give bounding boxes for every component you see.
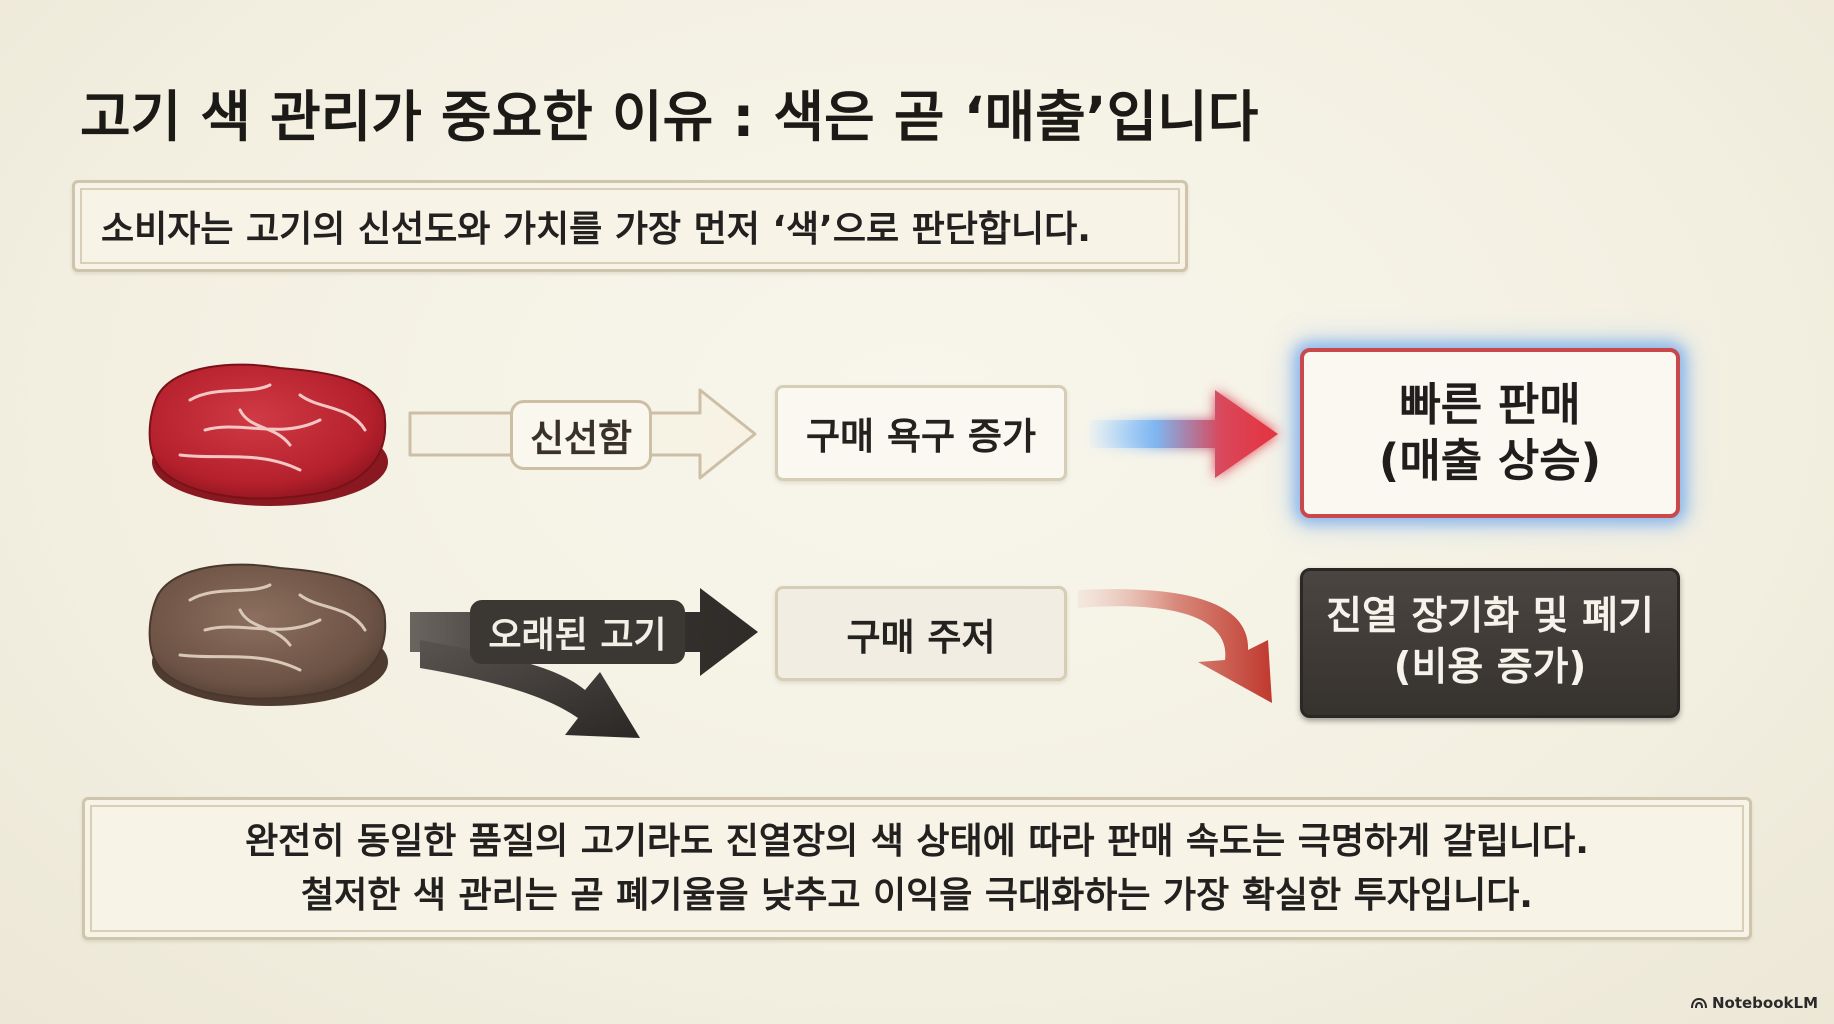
brand-text: NotebookLM [1711, 994, 1818, 1012]
fast-sales-detail: (매출 상승) [1378, 434, 1602, 487]
summary-line-2: 철저한 색 관리는 곧 폐기율을 낮추고 이익을 극대화하는 가장 확실한 투자… [301, 874, 1533, 916]
notebooklm-logo-icon [1690, 997, 1707, 1009]
fresh-label: 신선함 [510, 400, 652, 470]
summary-line-1: 완전히 동일한 품질의 고기라도 진열장의 색 상태에 따라 판매 속도는 극명… [245, 820, 1589, 862]
fast-sales-box: 빠른 판매 (매출 상승) [1300, 348, 1680, 518]
page-title: 고기 색 관리가 중요한 이유 : 색은 곧 ‘매출’입니다 [80, 85, 1259, 149]
purchase-desire-text: 구매 욕구 증가 [805, 415, 1036, 458]
brand-watermark: NotebookLM [1690, 994, 1818, 1012]
old-steak-image [148, 563, 388, 706]
subtitle-text: 소비자는 고기의 신선도와 가치를 가장 먼저 ‘색’으로 판단합니다. [101, 209, 1091, 250]
subtitle-banner: 소비자는 고기의 신선도와 가치를 가장 먼저 ‘색’으로 판단합니다. [72, 180, 1188, 272]
summary-banner: 완전히 동일한 품질의 고기라도 진열장의 색 상태에 따라 판매 속도는 극명… [82, 797, 1752, 940]
fast-sales-title: 빠른 판매 [1399, 377, 1581, 431]
old-meat-label: 오래된 고기 [470, 600, 685, 664]
disposal-arrow [1078, 589, 1272, 703]
fast-sales-arrow [1090, 390, 1278, 478]
long-display-detail: (비용 증가) [1393, 645, 1587, 690]
purchase-desire-box: 구매 욕구 증가 [775, 385, 1067, 481]
down-arrow-branch [420, 640, 640, 738]
fresh-steak-image [148, 363, 388, 506]
long-display-title: 진열 장기화 및 폐기 [1326, 594, 1654, 640]
purchase-hesitation-text: 구매 주저 [846, 615, 996, 659]
purchase-hesitation-box: 구매 주저 [775, 586, 1067, 681]
long-display-box: 진열 장기화 및 폐기 (비용 증가) [1300, 568, 1680, 718]
